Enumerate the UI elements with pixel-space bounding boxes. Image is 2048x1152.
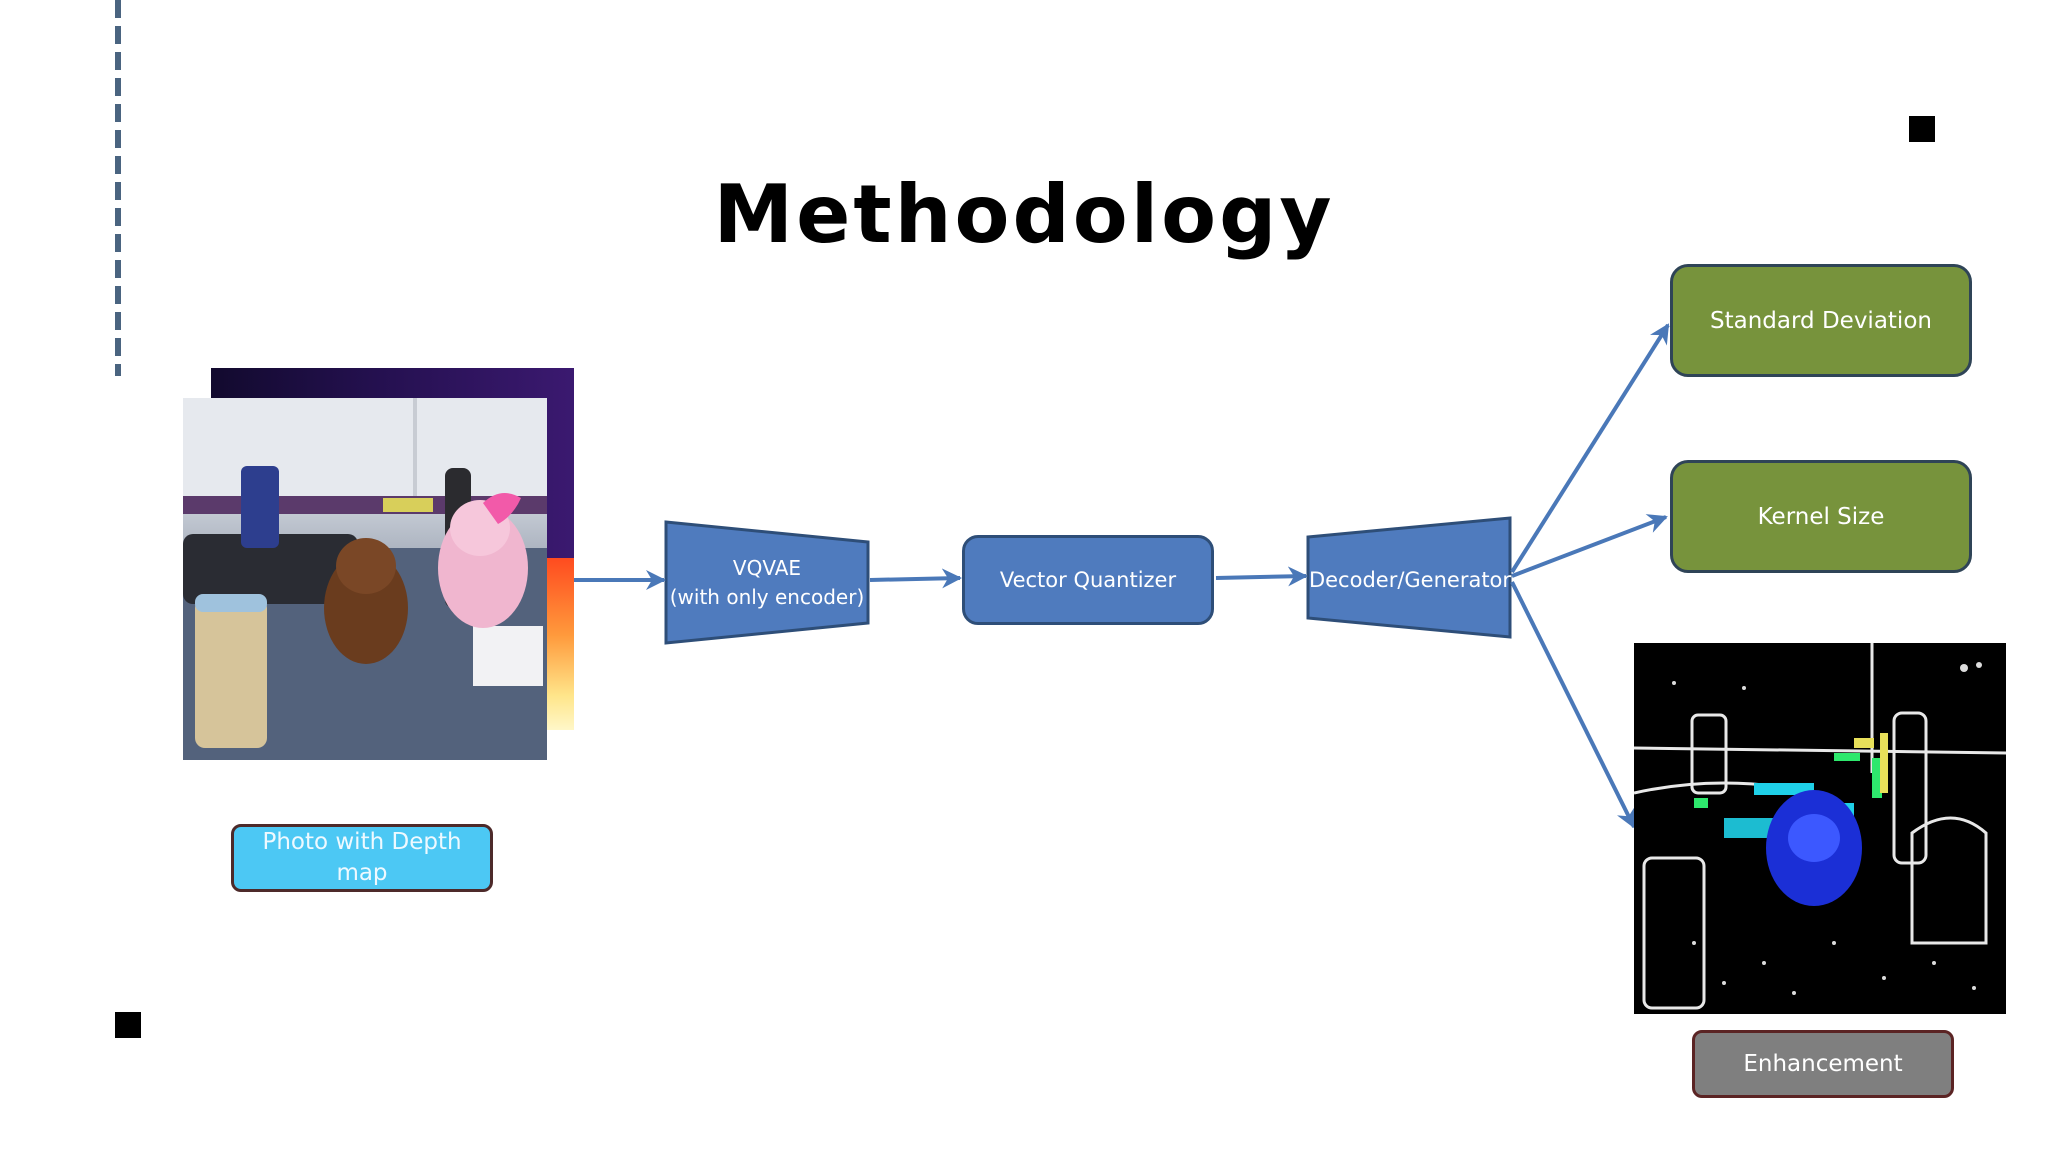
vqvae-encoder-label: VQVAE (with only encoder) — [666, 542, 868, 623]
vector-quantizer-node: Vector Quantizer — [962, 535, 1214, 625]
arrow-decoder-to-kernel-size — [1511, 514, 1668, 578]
decoder-shape — [1306, 516, 1512, 639]
input-photo-image — [183, 398, 547, 760]
vqvae-encoder-shape — [664, 520, 870, 645]
arrow-quantizer-to-decoder — [1215, 566, 1308, 587]
standard-deviation-node: Standard Deviation — [1670, 264, 1972, 377]
input-label-photo-with-depth-map: Photo with Depth map — [231, 824, 493, 892]
arrow-vqvae-to-quantizer — [869, 568, 962, 589]
decorative-dashed-line — [115, 0, 121, 376]
slide-title: Methodology — [713, 168, 1335, 261]
arrow-decoder-to-enhancement — [1510, 581, 1636, 829]
arrow-decoder-to-std-dev — [1510, 323, 1670, 574]
kernel-size-node: Kernel Size — [1670, 460, 1972, 573]
enhancement-label: Enhancement — [1692, 1030, 1954, 1098]
decorative-square-top-right — [1909, 116, 1935, 142]
decorative-square-bottom-left — [115, 1012, 141, 1038]
enhanced-output-image — [1634, 643, 2006, 1014]
vqvae-subtitle: (with only encoder) — [669, 584, 865, 609]
decoder-label: Decoder/Generator — [1308, 567, 1512, 592]
vqvae-title: VQVAE — [732, 555, 802, 580]
